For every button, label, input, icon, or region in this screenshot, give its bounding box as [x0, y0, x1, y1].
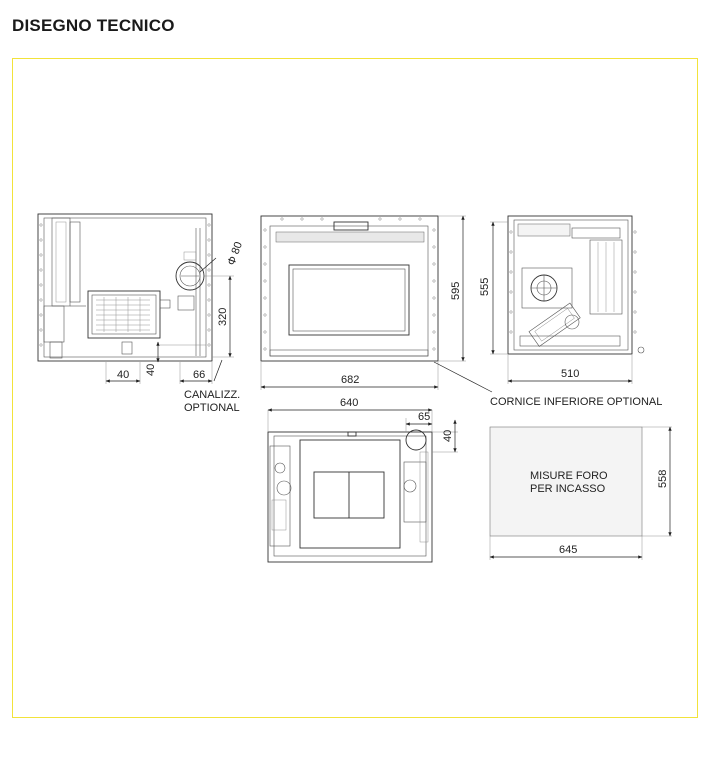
dim-40-offset: 40 [442, 430, 454, 442]
page-title: DISEGNO TECNICO [12, 16, 175, 35]
dim-510-width: 510 [561, 368, 579, 380]
dim-645-width: 645 [559, 544, 577, 556]
dim-40-width: 40 [117, 369, 129, 381]
dim-phi80: Φ 80 [226, 240, 246, 267]
dim-682-width: 682 [341, 374, 359, 386]
dim-640-width: 640 [340, 397, 358, 409]
label-canalizz-line1: CANALIZZ. [184, 389, 240, 401]
dim-555-height: 555 [479, 278, 491, 296]
top-view [267, 408, 458, 563]
dim-65-width: 65 [418, 411, 430, 423]
label-canalizz-line2: OPTIONAL [184, 402, 240, 414]
dim-66-width: 66 [193, 369, 205, 381]
label-misure-line1: MISURE FORO [530, 470, 608, 482]
recess-opening-view [489, 426, 672, 560]
drawing-frame [12, 58, 698, 718]
dim-40-height: 40 [145, 364, 157, 376]
label-cornice: CORNICE INFERIORE OPTIONAL [490, 396, 662, 408]
front-view [260, 215, 493, 393]
side-view [490, 215, 645, 384]
dim-595-height: 595 [450, 282, 462, 300]
dim-320-height: 320 [217, 308, 229, 326]
label-misure-line2: PER INCASSO [530, 483, 606, 495]
back-view [37, 213, 234, 384]
dim-558-height: 558 [657, 470, 669, 488]
